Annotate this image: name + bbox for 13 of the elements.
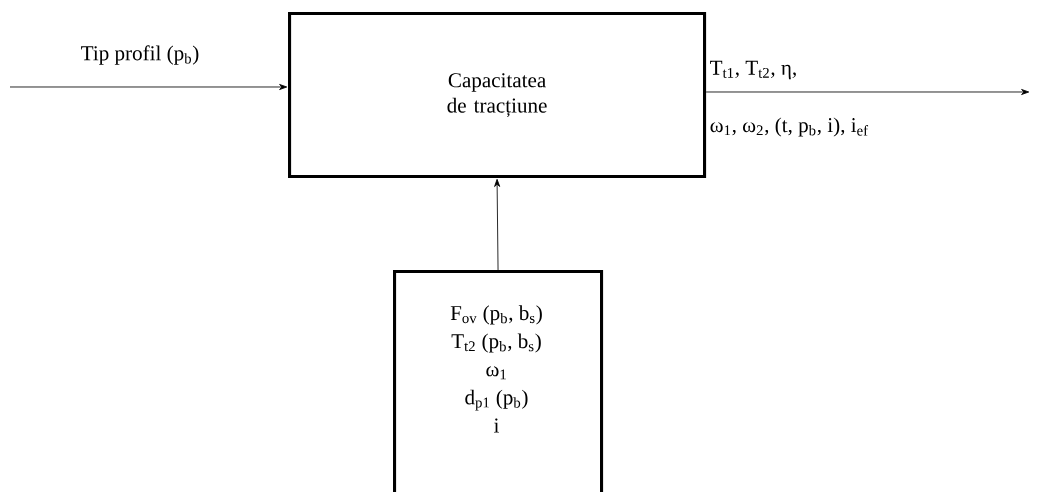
node-label: d$_{p1}$ (p$_{b}$): [465, 389, 528, 411]
arrow: [494, 178, 501, 271]
arrow: [705, 89, 1030, 95]
arrow: [9, 84, 288, 90]
parameter-list: F$_{ov}$ (p$_{b}$, b$_{s}$) T$_{t2}$ (p$_{b}$, b$_{s}$) ω$_{1}$ d$_{p1}$ (p$_{b}$) i: [450, 305, 542, 433]
input-box: [393, 270, 604, 492]
edge-label: T$_{t1}$, T$_{t2}$, η,: [708, 59, 799, 81]
node-label: T$_{t2}$ (p$_{b}$, b$_{s}$): [451, 333, 541, 353]
node-label: i: [494, 418, 499, 433]
process-box: Capacitatea de tracțiune: [288, 12, 707, 179]
node-label: F$_{ov}$ (p$_{b}$, b$_{s}$): [450, 305, 542, 325]
edge-label: Tip profil (p$_{b}$): [79, 43, 201, 67]
node-label: ω$_{1}$: [486, 366, 506, 380]
